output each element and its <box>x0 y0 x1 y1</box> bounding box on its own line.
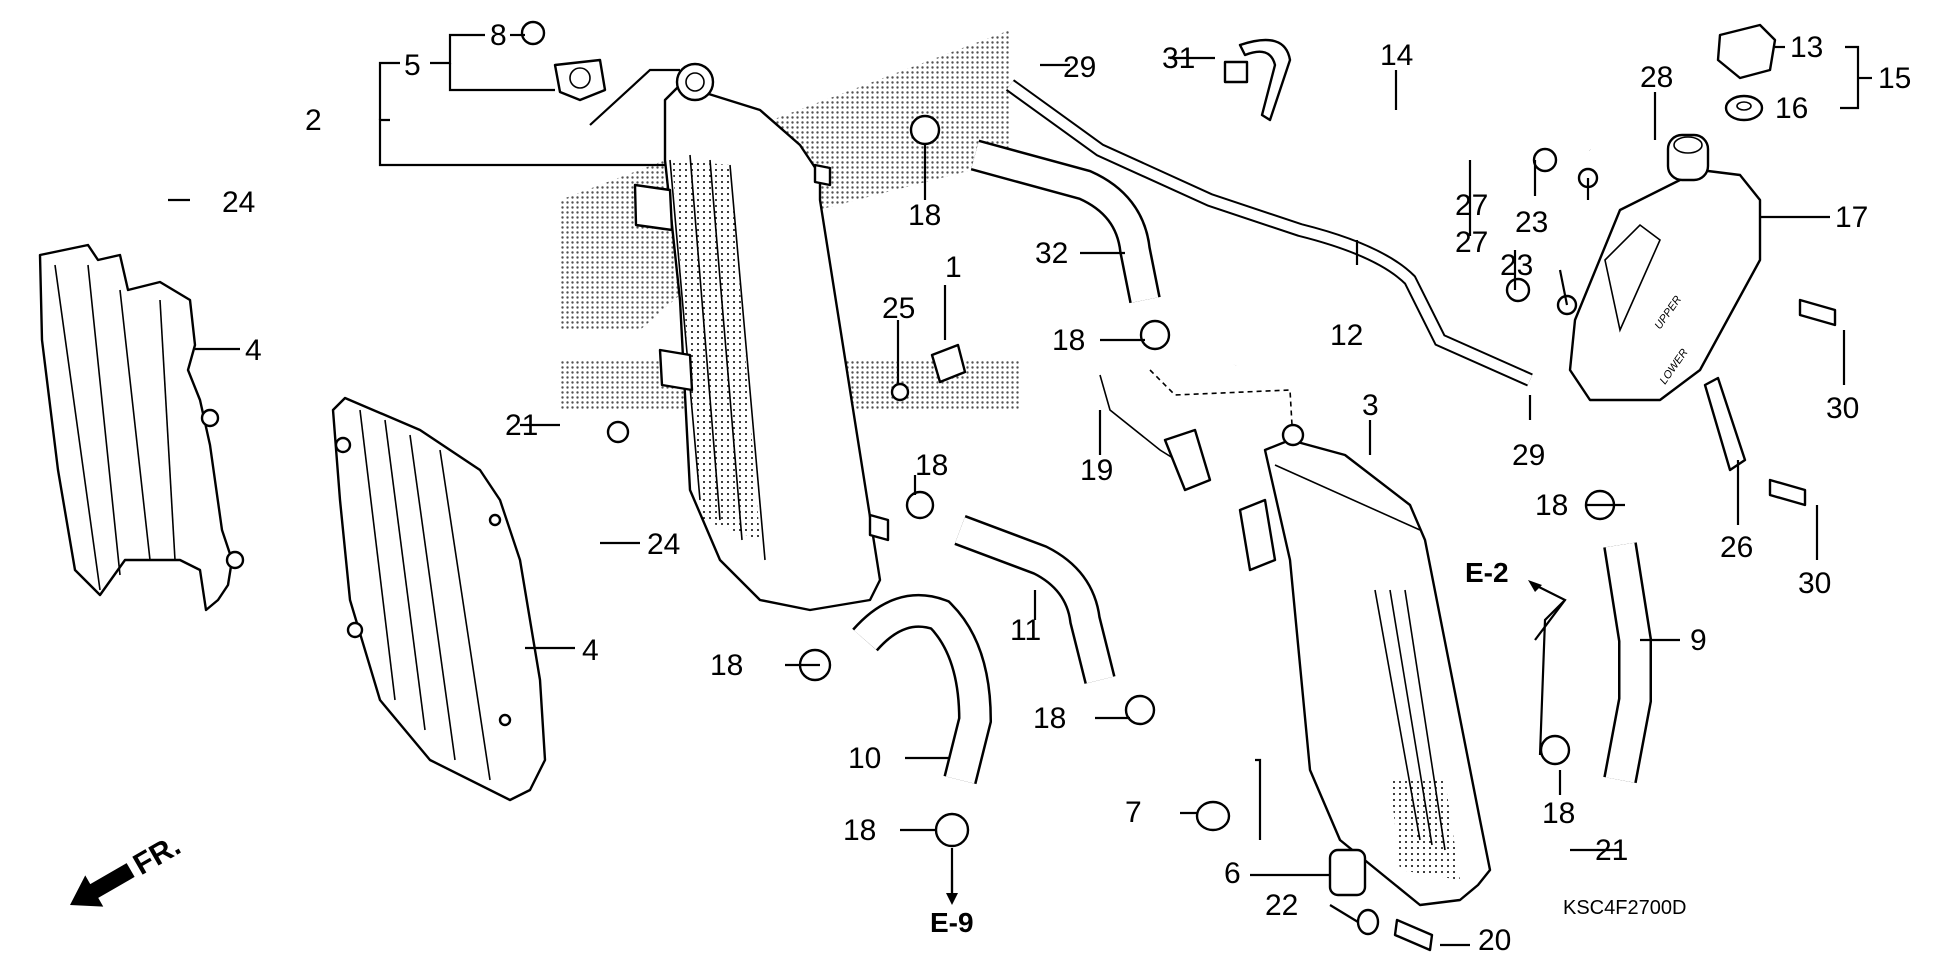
o-ring-8[interactable] <box>520 20 546 46</box>
ref-e9-label[interactable]: E-9 <box>930 907 974 938</box>
hose-14[interactable] <box>1230 82 1594 366</box>
callout-18-e[interactable]: 18 <box>1033 702 1066 735</box>
callout-27-upper[interactable]: 27 <box>1455 189 1488 222</box>
callout-18-f[interactable]: 18 <box>843 814 876 847</box>
stay-26[interactable] <box>1703 376 1747 472</box>
callout-6[interactable]: 6 <box>1224 857 1241 890</box>
drawing-code: KSC4F2700D <box>1563 897 1686 919</box>
callout-8[interactable]: 8 <box>490 19 507 52</box>
arrow-left-icon <box>70 863 135 907</box>
hose-12[interactable] <box>1005 79 1533 387</box>
callout-28[interactable]: 28 <box>1640 61 1673 94</box>
callout-19[interactable]: 19 <box>1080 454 1113 487</box>
radiator-right[interactable] <box>1238 423 1492 907</box>
callout-21-left[interactable]: 21 <box>505 409 538 442</box>
callout-12[interactable]: 12 <box>1330 319 1363 352</box>
radiator-left[interactable] <box>633 62 890 612</box>
callout-18-d[interactable]: 18 <box>710 649 743 682</box>
callout-4-upper[interactable]: 4 <box>245 334 262 367</box>
callout-26[interactable]: 26 <box>1720 531 1753 564</box>
leader-lines <box>168 33 1872 947</box>
callout-18-a[interactable]: 18 <box>908 199 941 232</box>
cable-strap-31[interactable] <box>1223 38 1292 122</box>
callout-5[interactable]: 5 <box>404 49 421 82</box>
reserve-tank[interactable]: UPPER LOWER <box>1568 133 1762 402</box>
callout-11[interactable]: 11 <box>1010 614 1041 647</box>
reserve-cap-13[interactable] <box>1716 23 1777 80</box>
callout-29-lower[interactable]: 29 <box>1512 439 1545 472</box>
callout-18-b[interactable]: 18 <box>1052 324 1085 357</box>
callout-32[interactable]: 32 <box>1035 237 1068 270</box>
callout-7[interactable]: 7 <box>1125 796 1142 829</box>
hose-10[interactable] <box>852 593 993 785</box>
hose-32[interactable] <box>970 139 1161 304</box>
callout-31[interactable]: 31 <box>1162 42 1195 75</box>
callout-25[interactable]: 25 <box>882 292 915 325</box>
radiator-shroud-left[interactable] <box>38 243 245 612</box>
radiator-shroud-right[interactable] <box>331 396 547 802</box>
callout-18-g[interactable]: 18 <box>1535 489 1568 522</box>
callout-3[interactable]: 3 <box>1362 389 1379 422</box>
front-label: FR. <box>128 829 186 882</box>
callout-4-lower[interactable]: 4 <box>582 634 599 667</box>
callout-18-h[interactable]: 18 <box>1542 797 1575 830</box>
callout-30-upper[interactable]: 30 <box>1826 392 1859 425</box>
hose-9[interactable] <box>1603 542 1652 784</box>
callout-10[interactable]: 10 <box>848 742 881 775</box>
stay-19[interactable] <box>1099 374 1212 492</box>
seal-16[interactable] <box>1724 94 1764 122</box>
callout-24-lower[interactable]: 24 <box>647 528 680 561</box>
front-direction-indicator: FR. <box>70 829 186 907</box>
cross-references: E-2 E-9 <box>930 557 1567 938</box>
callout-9[interactable]: 9 <box>1690 624 1707 657</box>
callout-30-lower[interactable]: 30 <box>1798 567 1831 600</box>
radiator-cap-5[interactable] <box>553 58 607 102</box>
callout-15[interactable]: 15 <box>1878 62 1911 95</box>
ref-e2-label[interactable]: E-2 <box>1465 557 1509 588</box>
callout-22[interactable]: 22 <box>1265 889 1298 922</box>
drain-bolt-1[interactable] <box>890 343 967 402</box>
callout-29-upper[interactable]: 29 <box>1063 51 1096 84</box>
callout-23-lower[interactable]: 23 <box>1500 249 1533 282</box>
callout-27-lower[interactable]: 27 <box>1455 226 1488 259</box>
callout-23-upper[interactable]: 23 <box>1515 206 1548 239</box>
callout-1[interactable]: 1 <box>945 251 962 284</box>
callout-24-upper[interactable]: 24 <box>222 186 255 219</box>
callout-13[interactable]: 13 <box>1790 31 1823 64</box>
callouts: 1 2 3 4 4 5 6 7 8 9 10 11 12 13 14 15 16… <box>222 19 1911 957</box>
callout-16[interactable]: 16 <box>1775 92 1808 125</box>
callout-17[interactable]: 17 <box>1835 201 1868 234</box>
hose-11[interactable] <box>954 515 1116 684</box>
callout-18-c[interactable]: 18 <box>915 449 948 482</box>
callout-2[interactable]: 2 <box>305 104 322 137</box>
callout-14[interactable]: 14 <box>1380 39 1413 72</box>
callout-20[interactable]: 20 <box>1478 924 1511 957</box>
callout-21-right[interactable]: 21 <box>1595 834 1628 867</box>
